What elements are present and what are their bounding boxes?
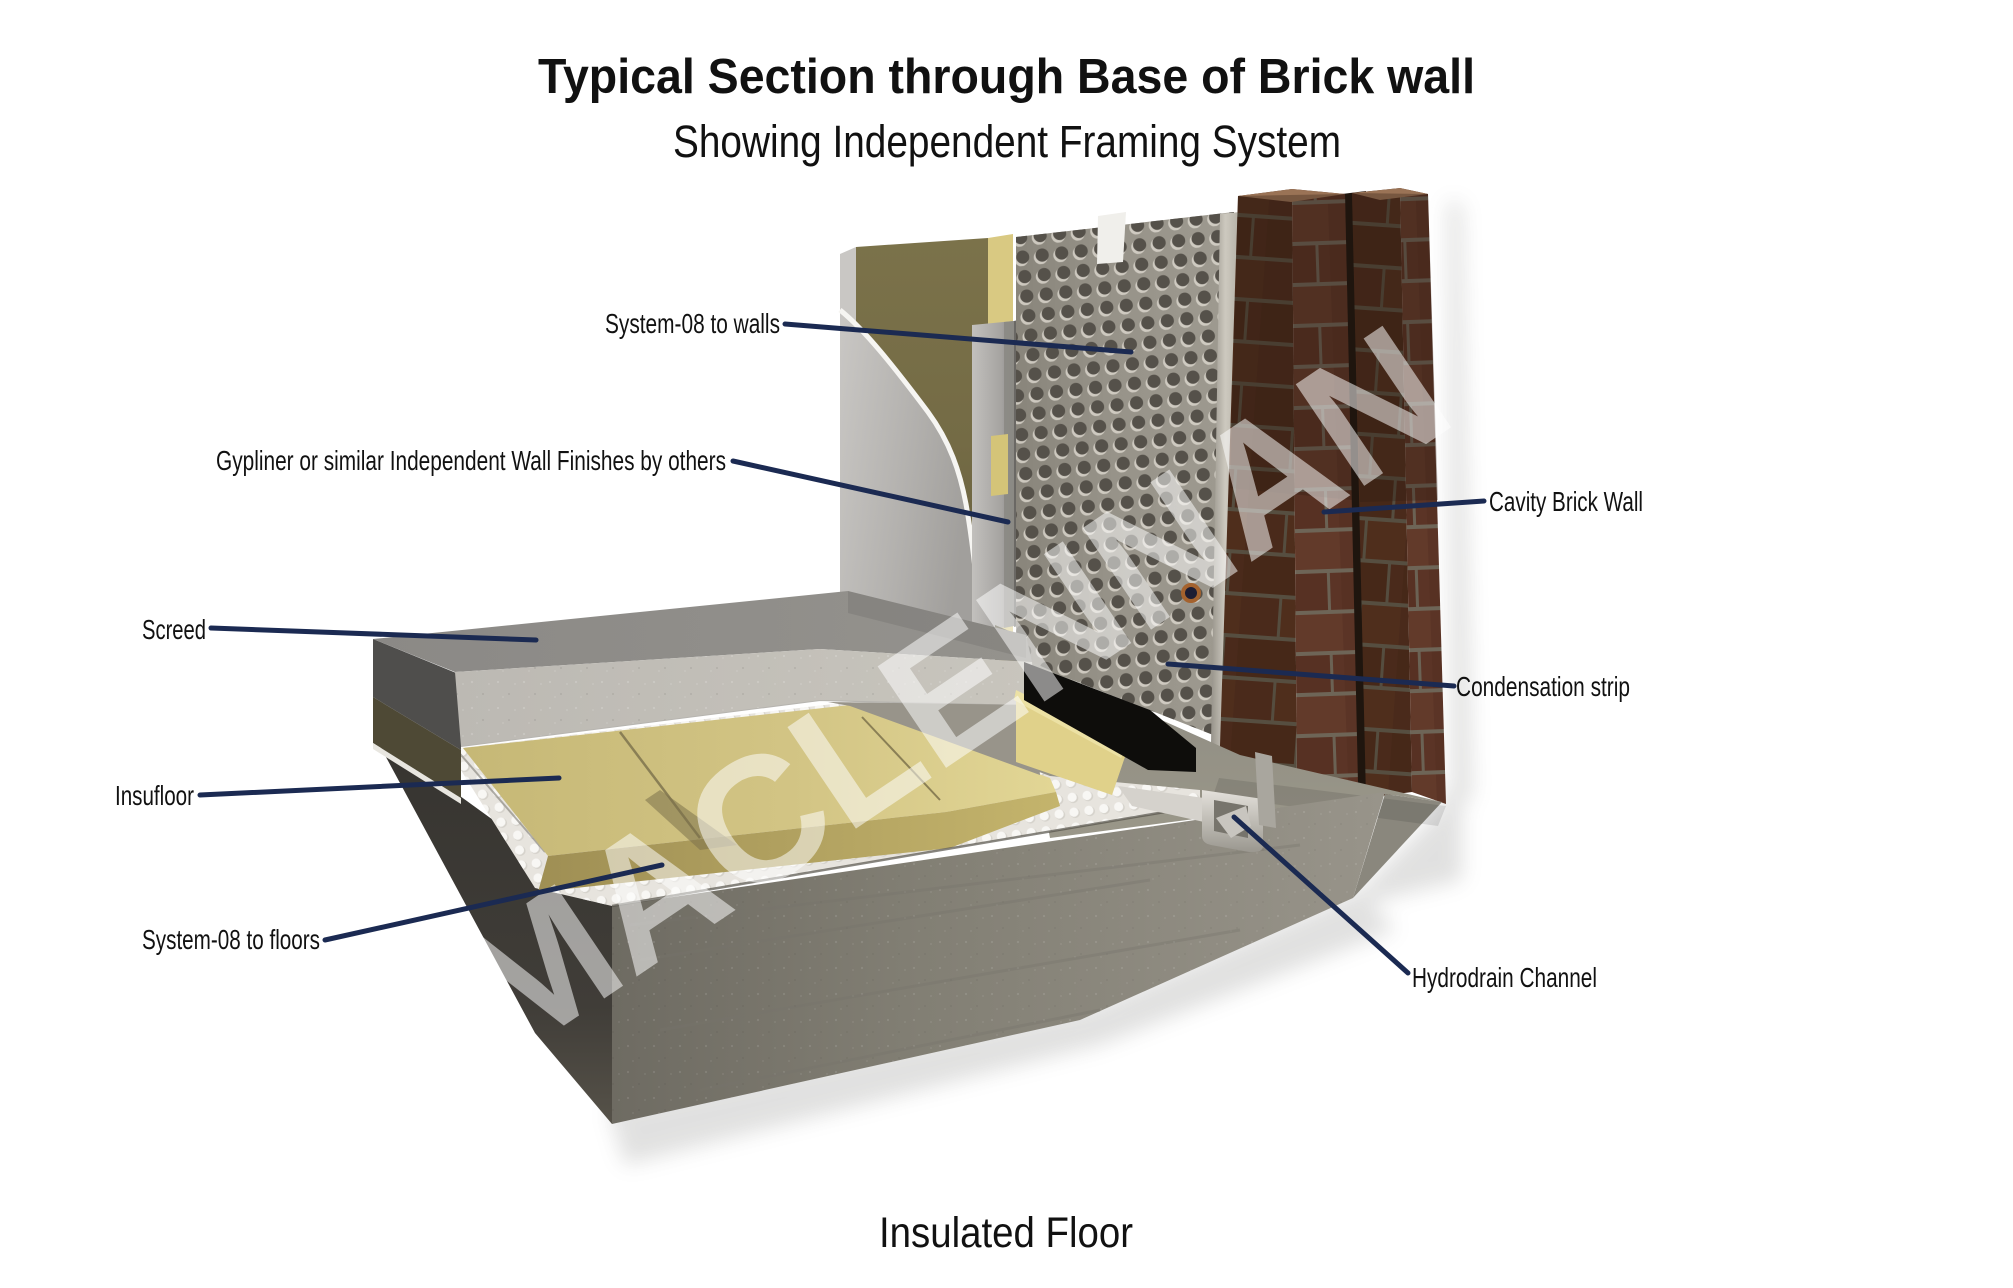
svg-text:System-08 to walls: System-08 to walls xyxy=(605,308,780,339)
svg-text:Insufloor: Insufloor xyxy=(115,780,194,811)
svg-text:Hydrodrain Channel: Hydrodrain Channel xyxy=(1412,962,1597,993)
svg-text:Condensation strip: Condensation strip xyxy=(1456,671,1630,702)
svg-text:System-08 to floors: System-08 to floors xyxy=(142,924,320,955)
svg-text:Screed: Screed xyxy=(142,614,206,645)
svg-text:Showing Independent Framing Sy: Showing Independent Framing System xyxy=(673,116,1341,167)
svg-text:Typical Section through Base o: Typical Section through Base of Brick wa… xyxy=(538,49,1475,104)
svg-text:Cavity Brick Wall: Cavity Brick Wall xyxy=(1489,486,1643,517)
svg-text:Insulated Floor: Insulated Floor xyxy=(879,1209,1133,1257)
svg-text:Gypliner or similar Independen: Gypliner or similar Independent Wall Fin… xyxy=(216,445,726,476)
